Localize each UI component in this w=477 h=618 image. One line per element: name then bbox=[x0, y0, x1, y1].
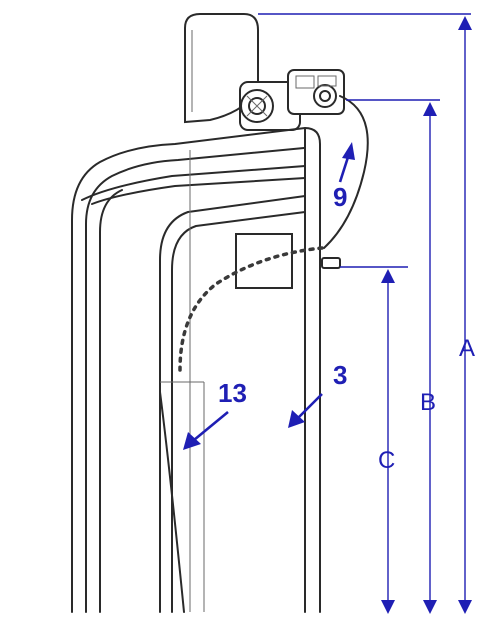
cabinet-front-panel bbox=[159, 127, 306, 613]
dimension-label-a: A bbox=[459, 335, 475, 362]
drain-hose bbox=[323, 95, 369, 249]
callout-arrow-3 bbox=[288, 393, 323, 428]
brine-tube bbox=[159, 391, 185, 613]
cabinet-outer-shell bbox=[71, 127, 321, 613]
dimension-b bbox=[346, 99, 440, 614]
dimension-label-c: C bbox=[378, 447, 395, 474]
callout-label-13: 13 bbox=[218, 378, 247, 408]
brine-well-window bbox=[235, 233, 293, 289]
brine-line bbox=[178, 246, 324, 372]
callout-label-9: 9 bbox=[333, 182, 347, 212]
callout-arrow-9 bbox=[338, 142, 355, 183]
callout-arrow-13 bbox=[183, 410, 229, 450]
callout-label-3: 3 bbox=[333, 360, 347, 390]
dimension-c bbox=[340, 266, 408, 614]
control-valve bbox=[239, 69, 345, 131]
dimension-a bbox=[258, 13, 472, 614]
dimension-label-b: B bbox=[420, 389, 436, 416]
overflow-fitting bbox=[321, 257, 341, 269]
